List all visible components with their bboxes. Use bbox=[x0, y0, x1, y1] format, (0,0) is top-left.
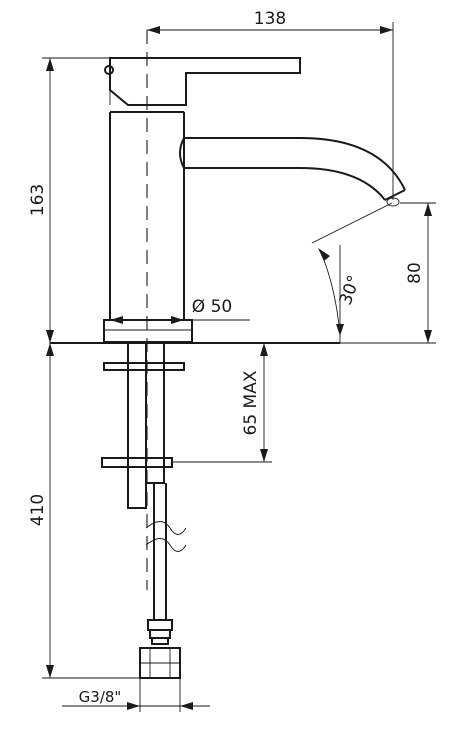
dimension-163: 163 bbox=[28, 57, 110, 343]
faucet-body bbox=[50, 111, 340, 344]
lever-handle bbox=[104, 57, 301, 106]
dimension-410: 410 bbox=[28, 343, 140, 679]
mounting-shank bbox=[101, 342, 187, 679]
spout bbox=[179, 137, 406, 207]
dim-label-410: 410 bbox=[28, 494, 48, 526]
dimension-138: 138 bbox=[147, 9, 394, 200]
dimension-diameter-50: Ø 50 bbox=[110, 297, 250, 324]
dimension-thread: G3/8" bbox=[62, 678, 210, 712]
angle-30: 30° bbox=[311, 202, 393, 343]
dim-label-80: 80 bbox=[405, 262, 425, 284]
dim-label-diameter: Ø 50 bbox=[192, 297, 232, 317]
dim-label-thread: G3/8" bbox=[79, 688, 122, 706]
dimension-65-max: 65 MAX bbox=[172, 343, 272, 463]
dimension-80: 80 bbox=[340, 202, 436, 344]
dim-label-65-max: 65 MAX bbox=[241, 370, 261, 435]
dim-label-163: 163 bbox=[28, 184, 48, 216]
dim-label-138: 138 bbox=[254, 9, 286, 29]
